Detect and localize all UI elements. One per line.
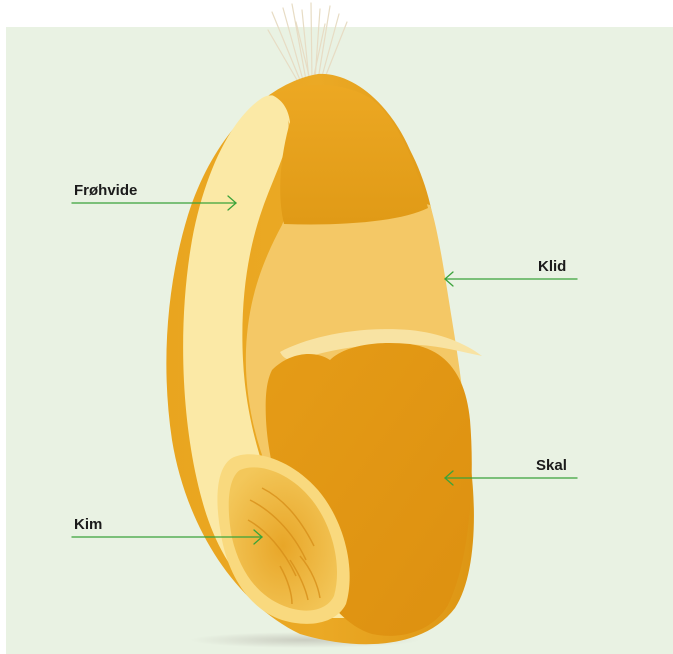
- kernel-cap: [272, 85, 428, 225]
- label-skal: Skal: [536, 457, 567, 475]
- label-klid: Klid: [538, 258, 566, 276]
- kernel-hairs: [268, 3, 347, 80]
- label-kim: Kim: [74, 516, 102, 534]
- label-frohvide: Frøhvide: [74, 182, 137, 200]
